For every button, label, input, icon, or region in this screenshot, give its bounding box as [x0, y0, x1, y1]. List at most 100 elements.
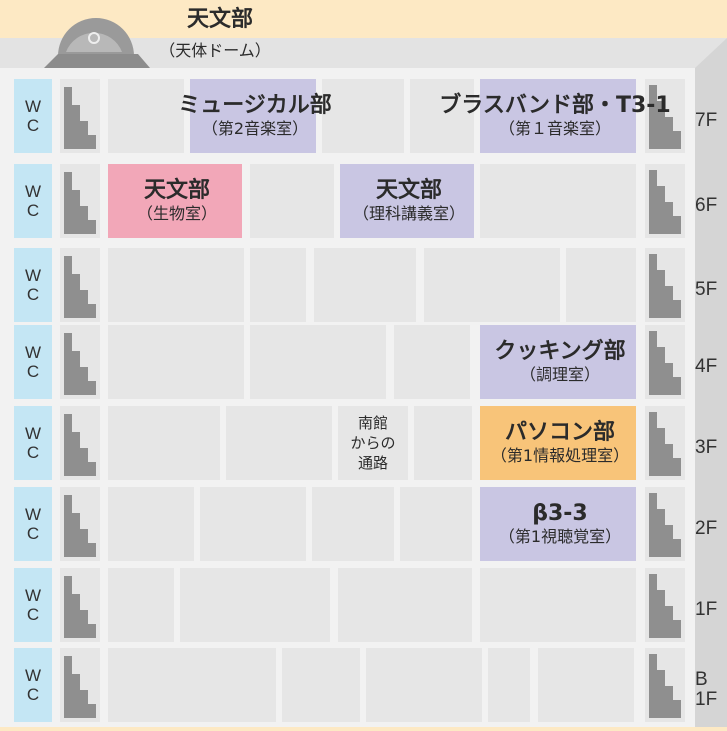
stairs-icon [649, 331, 681, 395]
stairwell-right [645, 248, 685, 322]
club-room [340, 164, 474, 238]
club-room [480, 325, 636, 399]
wc-room: W C [14, 325, 52, 399]
floor-label-text: 4F [695, 356, 718, 377]
classroom [250, 164, 334, 238]
wc-label: W C [24, 666, 42, 704]
floor-label-text: B 1F [695, 669, 718, 710]
club-name: パソコン部 [504, 420, 615, 445]
floor-label-text: 5F [695, 279, 718, 300]
building-side [695, 38, 727, 727]
room-name: （理科講義室） [352, 204, 465, 223]
floor-label: 7F [695, 99, 727, 143]
stairwell-right [645, 568, 685, 642]
club-room [480, 79, 636, 153]
club-room-label: ミュージカル部（第2音楽室） [170, 79, 340, 153]
room-name: （第2音楽室） [201, 119, 309, 138]
club-room-label: ブラスバンド部・T3-1（第１音楽室） [430, 79, 680, 153]
classroom [108, 648, 276, 722]
club-name: 天文部 [143, 178, 210, 203]
floor-label: 1F [695, 588, 727, 632]
club-name: クッキング部 [494, 339, 626, 364]
floor-label: 2F [695, 507, 727, 551]
club-room-label: パソコン部（第1情報処理室） [470, 406, 650, 480]
club-name: ブラスバンド部・T3-1 [439, 93, 671, 118]
stairwell-right [645, 648, 685, 722]
wc-room: W C [14, 648, 52, 722]
classroom [180, 568, 330, 642]
club-room-label: クッキング部（調理室） [480, 325, 640, 399]
club-room [480, 487, 636, 561]
stairs-icon [64, 656, 96, 718]
club-name: 天文部 [375, 178, 442, 203]
floor-label-text: 1F [695, 599, 718, 620]
floor-label: 3F [695, 426, 727, 470]
stairwell-right [645, 406, 685, 480]
stairs-icon [64, 414, 96, 476]
floor-label-text: 2F [695, 518, 718, 539]
classroom [414, 406, 472, 480]
room-name: （第１音楽室） [498, 119, 611, 138]
dome-title-text: 天文部 [186, 7, 253, 32]
floor-label-text: 6F [695, 195, 718, 216]
dome-subtitle-text: （天体ドーム） [159, 41, 271, 60]
classroom [200, 487, 306, 561]
classroom [312, 487, 394, 561]
classroom [480, 164, 636, 238]
club-room-label: β3-3（第1視聴覚室） [470, 487, 650, 561]
stairwell-left [60, 164, 100, 238]
wc-room: W C [14, 568, 52, 642]
stairs-icon [649, 654, 681, 718]
classroom [314, 248, 416, 322]
wc-label: W C [24, 424, 42, 462]
wc-room: W C [14, 487, 52, 561]
classroom [108, 568, 174, 642]
classroom [480, 568, 636, 642]
stairs-icon [649, 412, 681, 476]
classroom [400, 487, 472, 561]
wc-room: W C [14, 164, 52, 238]
stairwell-right [645, 487, 685, 561]
stairwell-left [60, 648, 100, 722]
classroom [226, 406, 332, 480]
dome-icon [44, 18, 150, 68]
building-side-shape [695, 38, 727, 727]
wc-label: W C [24, 266, 42, 304]
wc-room: W C [14, 248, 52, 322]
dome-title: 天文部 [160, 4, 280, 36]
wc-label: W C [24, 586, 42, 624]
classroom [566, 248, 636, 322]
stairs-icon [649, 493, 681, 557]
stairs-icon [64, 495, 96, 557]
classroom [108, 248, 244, 322]
classroom [108, 406, 220, 480]
stairs-icon [649, 254, 681, 318]
corridor-label-text: 南館 からの 通路 [350, 414, 396, 472]
stairs-icon [649, 85, 681, 149]
corridor-label: 南館 からの 通路 [338, 406, 408, 480]
stairwell-right [645, 164, 685, 238]
classroom [250, 248, 306, 322]
stairwell-left [60, 406, 100, 480]
floor-label-text: 7F [695, 110, 718, 131]
stairwell-left [60, 248, 100, 322]
classroom [394, 325, 470, 399]
stairs-icon [64, 333, 96, 395]
room-name: （第1視聴覚室） [498, 527, 622, 546]
classroom [250, 325, 386, 399]
club-room-label: 天文部（理科講義室） [330, 164, 488, 238]
stairs-icon [649, 574, 681, 638]
club-room [480, 406, 636, 480]
classroom [338, 568, 472, 642]
club-room [108, 164, 242, 238]
wc-label: W C [24, 505, 42, 543]
wc-label: W C [24, 182, 42, 220]
stairs-icon [64, 576, 96, 638]
stairwell-left [60, 487, 100, 561]
classroom [410, 79, 474, 153]
floor-label: 6F [695, 184, 727, 228]
dome-subtitle: （天体ドーム） [140, 38, 290, 64]
stairs-icon [649, 170, 681, 234]
wc-label: W C [24, 97, 42, 135]
